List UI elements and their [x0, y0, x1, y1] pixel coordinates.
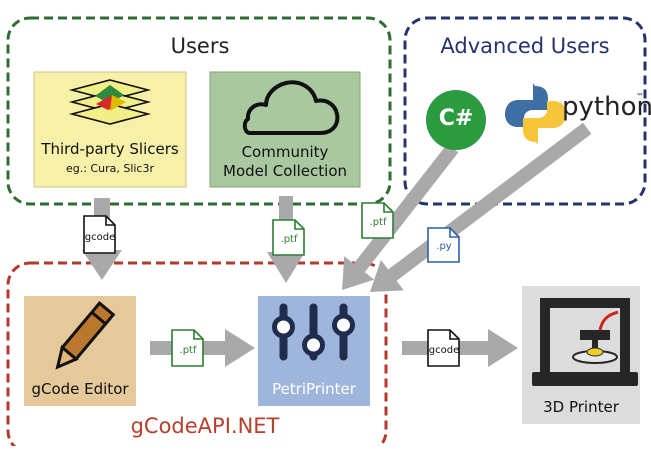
community-line-2: Model Collection: [223, 162, 347, 180]
csharp-logo: [426, 90, 486, 150]
python-wordmark: python: [562, 92, 651, 122]
slicers-title: Third-party Slicers: [41, 140, 179, 158]
file-label-gcode-2: gcode: [428, 345, 460, 356]
file-chip-py: [427, 227, 460, 263]
file-chip-ptf-community: [272, 219, 305, 256]
cloud-icon: [242, 80, 340, 135]
sliders-icon: [272, 303, 355, 361]
advanced-users-group-title: Advanced Users: [440, 34, 610, 58]
community-card: [209, 71, 361, 188]
file-label-ptf-community: .ptf: [280, 234, 298, 245]
users-group-title: Users: [170, 34, 230, 58]
users-group-box: [6, 16, 392, 206]
file-chip-ptf-csharp: [361, 202, 394, 239]
file-chip-gcode-2: [427, 329, 460, 367]
3d-printer-icon: [532, 298, 638, 386]
python-logo-icon: [505, 83, 566, 145]
slicers-subtitle: eg.: Cura, Slic3r: [65, 162, 155, 175]
petriprinter-label: PetriPrinter: [272, 380, 356, 398]
file-label-gcode-1: gcode: [84, 232, 116, 243]
file-label-py: .py: [436, 241, 452, 252]
community-line-1: Community: [241, 143, 329, 161]
file-chip-ptf-editor: [171, 329, 204, 367]
pencil-icon: [55, 300, 116, 370]
advanced-users-group-box: [403, 16, 647, 206]
arrow-csharp-to-petri: [342, 143, 459, 290]
python-trademark: ™: [636, 92, 644, 101]
file-label-ptf-editor: .ptf: [179, 345, 197, 356]
arrow-python-to-petri: [370, 122, 592, 292]
printer-label: 3D Printer: [543, 398, 619, 416]
api-group-box: [6, 261, 388, 450]
gcode-editor-label: gCode Editor: [31, 380, 129, 398]
csharp-label: C#: [438, 106, 474, 131]
file-chip-gcode-1: [83, 215, 116, 254]
file-label-ptf-csharp: .ptf: [369, 217, 387, 228]
arrow-petri-to-printer: [402, 329, 518, 367]
slicer-layers-icon: [68, 79, 152, 125]
api-group-title: gCodeAPI.NET: [130, 414, 280, 438]
